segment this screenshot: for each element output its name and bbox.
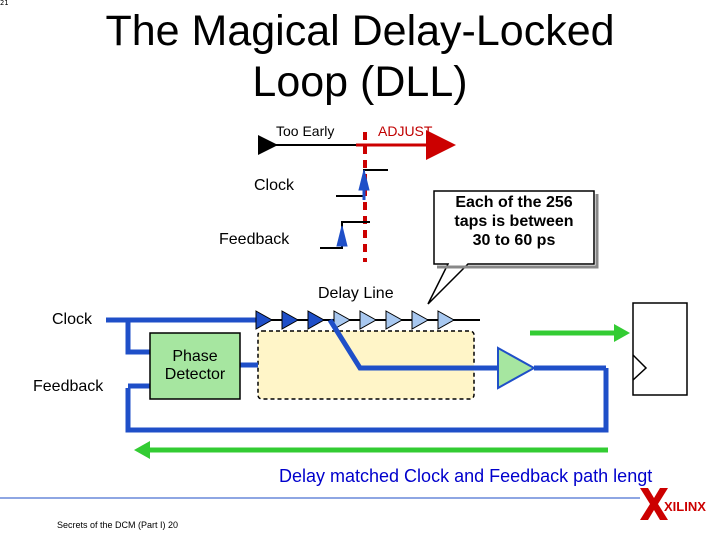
callout-bubble [427, 190, 595, 305]
block-clock-label: Clock [52, 311, 93, 328]
bottom-note: Delay matched Clock and Feedback path le… [279, 466, 653, 486]
timing-feedback-label: Feedback [219, 231, 290, 248]
callout-line-1: Each of the 256 [455, 194, 573, 211]
adjust-label: ADJUST [378, 123, 433, 139]
delay-tap [255, 310, 274, 330]
delay-line-box [257, 330, 475, 400]
feedback-edge-marker [336, 225, 348, 247]
register-box [632, 302, 688, 396]
callout-text: Each of the 256 taps is between 30 to 60… [434, 193, 594, 250]
phase-detector-label: Phase Detector [150, 348, 240, 384]
phase-detector-line-2: Detector [164, 366, 226, 383]
delay-tap [333, 310, 352, 330]
delay-tap [411, 310, 430, 330]
title-line-2: Loop (DLL) [252, 58, 468, 106]
too-early-label: Too Early [276, 123, 335, 139]
timing-clock-label: Clock [254, 177, 295, 194]
delay-taps [255, 310, 456, 330]
title-line-1: The Magical Delay-Locked [105, 7, 615, 55]
xilinx-logo [640, 488, 668, 520]
delay-tap [437, 310, 456, 330]
output-buffer [497, 346, 537, 390]
slide-marker: 21 [0, 0, 9, 7]
detector-clock-input [125, 320, 150, 355]
delay-line-label: Delay Line [318, 285, 394, 302]
delay-tap [307, 310, 326, 330]
block-feedback-label: Feedback [33, 378, 104, 395]
delay-tap [359, 310, 378, 330]
delay-tap [281, 310, 300, 330]
tap-select-path [327, 318, 498, 371]
feedback-return-path [125, 368, 609, 433]
phase-detector-box [149, 332, 241, 400]
callout-line-3: 30 to 60 ps [472, 232, 556, 249]
callout-line-2: taps is between [454, 213, 574, 230]
xilinx-logo-text: XILINX [664, 499, 706, 514]
delay-tap [385, 310, 404, 330]
phase-detector-line-1: Phase [172, 348, 218, 365]
slide-title: The Magical Delay-Locked Loop (DLL) [0, 6, 720, 108]
footer-text: Secrets of the DCM (Part I) 20 [57, 520, 179, 530]
